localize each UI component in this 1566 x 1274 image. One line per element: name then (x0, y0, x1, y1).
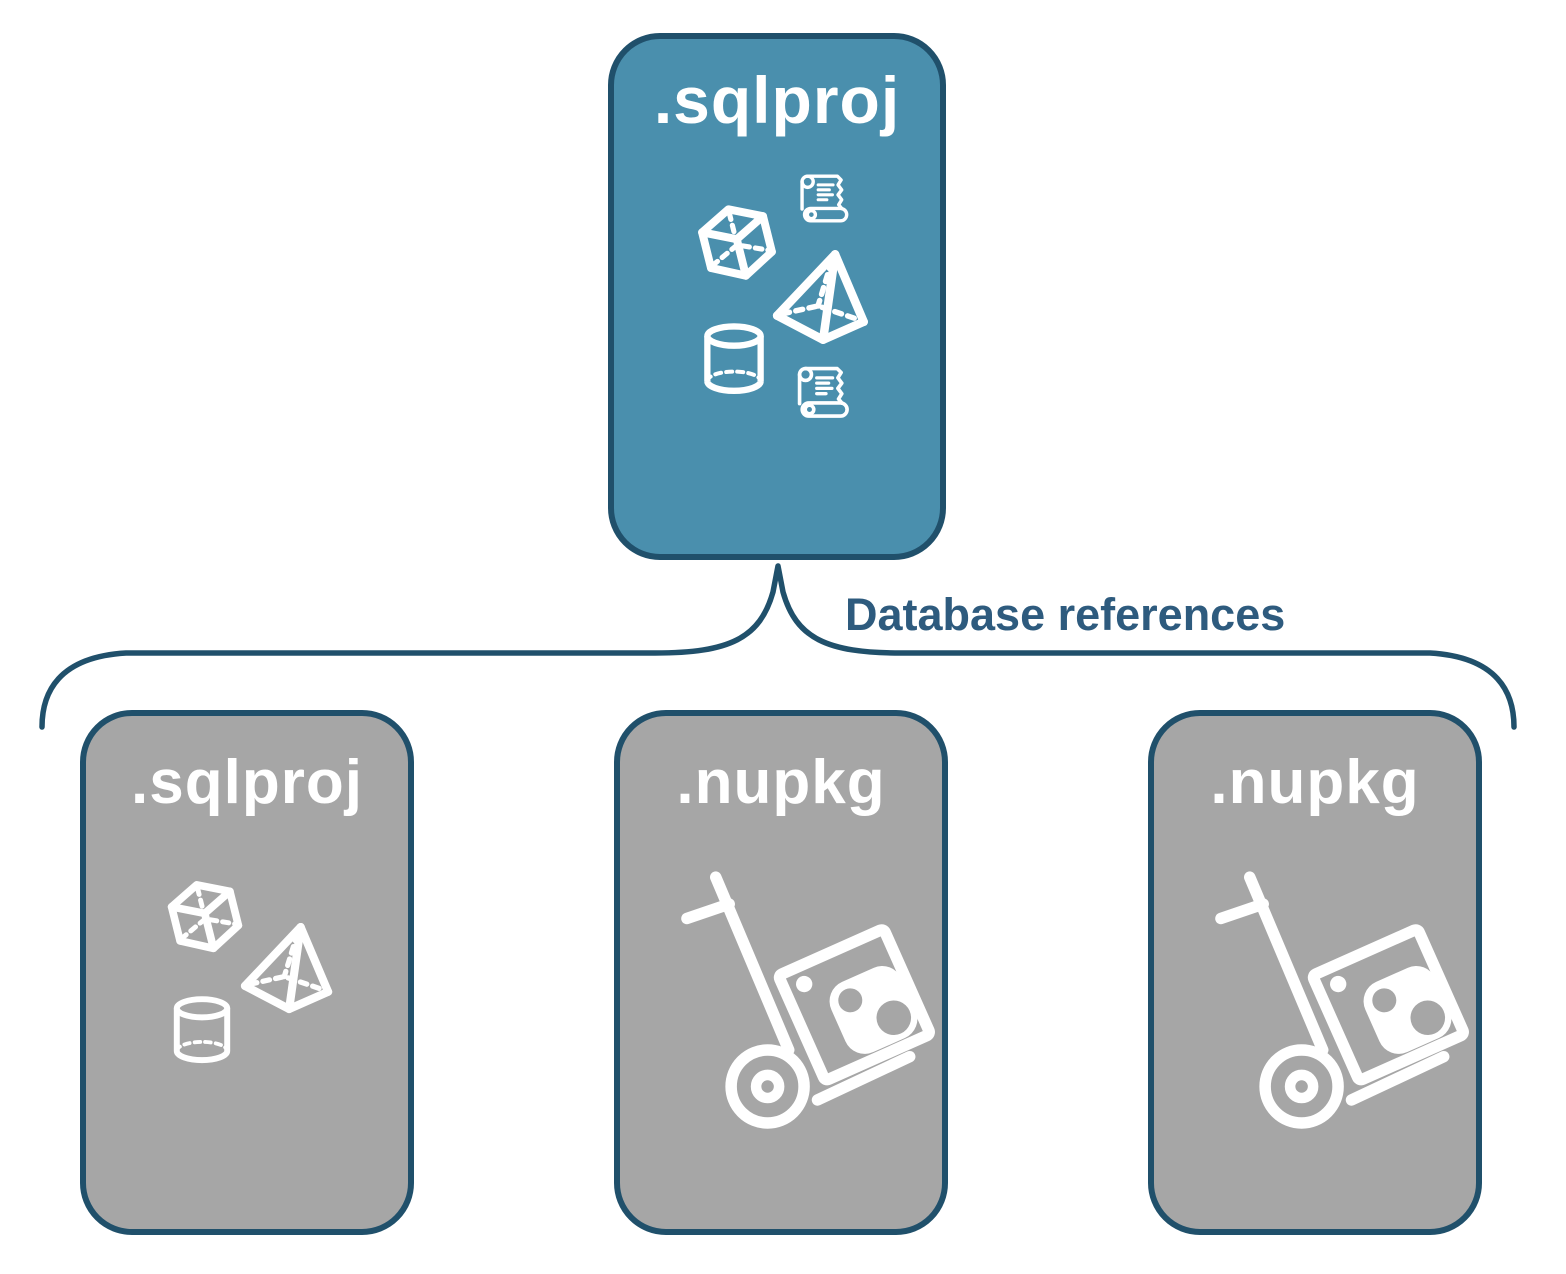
child-node-sqlproj: .sqlproj (80, 710, 414, 1235)
pyramid-icon (231, 911, 349, 1026)
connector-label: Database references (845, 589, 1286, 640)
cylinder-icon (167, 990, 237, 1070)
root-node-sqlproj: .sqlproj (608, 33, 946, 560)
package-dolly-icon (660, 858, 952, 1146)
script-scroll-icon (794, 169, 856, 233)
child-node-label: .nupkg (1210, 748, 1420, 817)
pyramid-icon (763, 237, 886, 356)
child-node-label: .nupkg (676, 748, 886, 817)
child-node-label: .sqlproj (131, 748, 363, 817)
package-dolly-icon (1194, 858, 1486, 1146)
root-node-label: .sqlproj (653, 63, 901, 137)
script-scroll-icon (791, 361, 857, 429)
cylinder-icon (697, 317, 771, 401)
